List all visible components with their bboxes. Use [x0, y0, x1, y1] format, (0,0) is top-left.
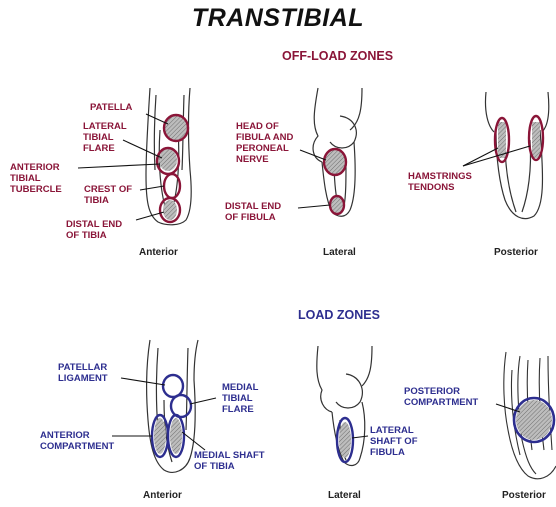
label-posterior-compartment: POSTERIOR COMPARTMENT [404, 386, 478, 408]
label-hamstrings-tendons: HAMSTRINGS TENDONS [408, 171, 472, 193]
label-lateral-shaft-of-fibula: LATERAL SHAFT OF FIBULA [370, 425, 418, 458]
label-lateral-tibial-flare: LATERAL TIBIAL FLARE [83, 121, 127, 154]
caption-load-lateral: Lateral [328, 490, 361, 501]
caption-load-posterior: Posterior [502, 490, 546, 501]
label-patellar-ligament: PATELLAR LIGAMENT [58, 362, 108, 384]
label-medial-shaft-of-tibia: MEDIAL SHAFT OF TIBIA [194, 450, 265, 472]
crest-of-tibia-zone [164, 174, 180, 198]
caption-offload-lateral: Lateral [323, 247, 356, 258]
caption-offload-anterior: Anterior [139, 247, 178, 258]
label-medial-tibial-flare: MEDIAL TIBIAL FLARE [222, 382, 258, 415]
label-patella: PATELLA [90, 102, 132, 113]
label-crest-of-tibia: CREST OF TIBIA [84, 184, 132, 206]
caption-load-anterior: Anterior [143, 490, 182, 501]
label-distal-end-of-tibia: DISTAL END OF TIBIA [66, 219, 122, 241]
label-head-of-fibula: HEAD OF FIBULA AND PERONEAL NERVE [236, 121, 293, 165]
label-anterior-tibial-tubercle: ANTERIOR TIBIAL TUBERCLE [10, 162, 62, 195]
caption-offload-posterior: Posterior [494, 247, 538, 258]
medial-tibial-flare-zone [171, 395, 191, 417]
label-anterior-compartment: ANTERIOR COMPARTMENT [40, 430, 114, 452]
label-distal-end-of-fibula: DISTAL END OF FIBULA [225, 201, 281, 223]
patellar-ligament-zone [163, 375, 183, 397]
